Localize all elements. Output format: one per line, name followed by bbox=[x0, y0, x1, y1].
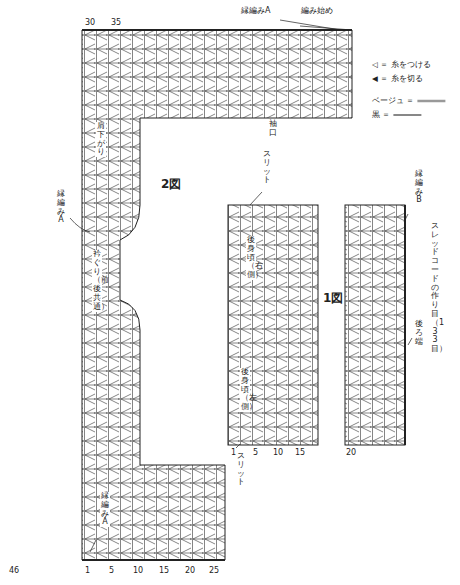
slit-mark: スリット bbox=[262, 150, 272, 185]
row-number: 5 bbox=[252, 448, 259, 457]
figure-title: 2図 bbox=[160, 178, 182, 192]
legend-line-sample bbox=[393, 115, 421, 116]
legend-entry: ◁ ＝ 糸をつける bbox=[372, 60, 431, 70]
legend-entry: 黒 ＝ bbox=[372, 110, 390, 120]
start-note: 編み始め bbox=[300, 6, 334, 15]
row-number: 5 bbox=[108, 566, 115, 575]
row-number: 20 bbox=[345, 448, 357, 457]
page-number: 46 bbox=[8, 566, 20, 575]
edge-name: 縁編みB bbox=[414, 170, 424, 205]
legend-entry: ベージュ ＝ bbox=[372, 96, 414, 106]
row-number: 20 bbox=[184, 566, 196, 575]
edge-name: 後ろ端 bbox=[414, 320, 424, 346]
edge-row bbox=[82, 30, 352, 560]
chart-figure-1-left bbox=[345, 205, 405, 445]
chart-figure-1-right bbox=[228, 205, 318, 445]
legend-entry: ◀ ＝ 糸を切る bbox=[372, 74, 423, 84]
row-number: 1 bbox=[230, 448, 237, 457]
row-number: 30 bbox=[84, 18, 96, 27]
figure-title: 1図 bbox=[322, 292, 344, 306]
foundation-chain bbox=[404, 205, 406, 445]
foundation-note: スレッドコードの作り目（133目） bbox=[430, 222, 440, 354]
edge-name: 縁編みA bbox=[240, 6, 271, 15]
part-name: 後身頃（左側） bbox=[240, 368, 250, 412]
slit-mark: スリット bbox=[236, 452, 246, 487]
leader-line bbox=[280, 20, 352, 30]
row-number: 10 bbox=[132, 566, 144, 575]
row-number: 35 bbox=[110, 18, 122, 27]
part-name: 袖口 bbox=[268, 120, 278, 138]
chart-figure-2 bbox=[82, 30, 352, 560]
row-number: 10 bbox=[272, 448, 284, 457]
edge-name: 縁編みA bbox=[100, 492, 110, 527]
row-number: 15 bbox=[158, 566, 170, 575]
part-name: 後身頃（右側） bbox=[246, 236, 256, 280]
row-number: 15 bbox=[294, 448, 306, 457]
row-number: 25 bbox=[208, 566, 220, 575]
part-name: 衿ぐり（前後共通） bbox=[92, 250, 102, 312]
legend-line-sample bbox=[417, 100, 445, 103]
row-number: 1 bbox=[84, 566, 91, 575]
edge-name: 縁編みA bbox=[56, 190, 66, 225]
part-name: 肩下がり bbox=[96, 122, 106, 157]
leader-line bbox=[70, 192, 412, 552]
